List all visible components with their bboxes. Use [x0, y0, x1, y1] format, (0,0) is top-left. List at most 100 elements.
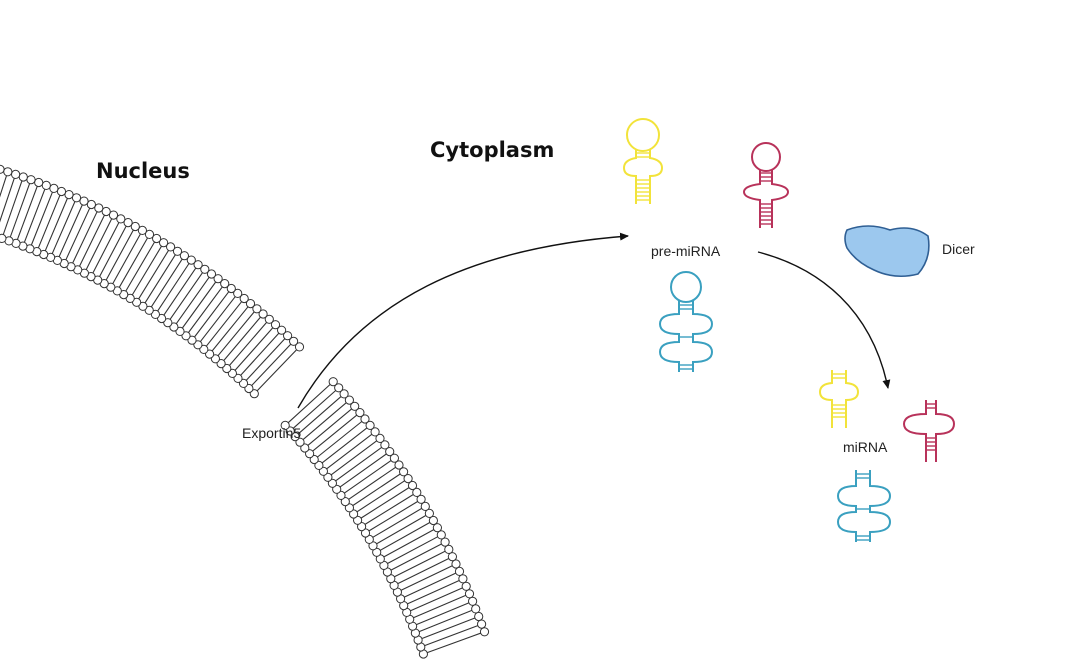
lipid-head	[130, 221, 140, 232]
lipid-head	[428, 515, 438, 526]
lipid-head	[108, 210, 119, 220]
lipid-head	[458, 574, 468, 584]
lipid-tail	[30, 191, 53, 246]
lipid-head	[11, 169, 21, 179]
nucleus-label: Nucleus	[96, 159, 190, 183]
lipid-tail	[302, 402, 347, 441]
lipid-tail	[199, 296, 236, 342]
lipid-head	[26, 175, 36, 185]
lipid-head	[380, 440, 390, 450]
lipid-head	[200, 264, 210, 274]
lipid-head	[3, 167, 13, 177]
lipid-tail	[85, 218, 113, 270]
lipid-tail	[372, 507, 422, 538]
lipid-head	[416, 494, 426, 504]
lipid-head	[444, 544, 454, 555]
lipid-head	[150, 309, 160, 319]
lipid-tail	[360, 487, 410, 519]
lipid-head	[252, 304, 262, 314]
lipid-head	[157, 313, 167, 324]
lipid-tail	[125, 241, 155, 292]
lipid-tail	[194, 291, 230, 338]
dicer-processing-arrow	[757, 251, 891, 389]
lipid-tail	[383, 529, 435, 558]
lipid-head	[451, 559, 461, 569]
lipid-head	[144, 229, 155, 239]
lipid-head	[172, 246, 183, 256]
lipid-tail	[317, 421, 363, 458]
lipid-tail	[105, 229, 134, 281]
lipid-tail	[390, 543, 442, 571]
lipid-head	[412, 487, 422, 497]
nuclear-membrane-upper-segment	[0, 164, 305, 399]
blue-pre-mirna-hairpin-icon	[658, 271, 714, 372]
lipid-tail	[0, 178, 15, 223]
lipid-tail	[37, 195, 61, 249]
lipid-tail	[352, 473, 401, 506]
lipid-head	[175, 326, 185, 336]
pre-mirna-label: pre-miRNA	[651, 243, 721, 259]
lipid-head	[344, 503, 354, 513]
lipid-head	[159, 238, 169, 248]
dicer-enzyme-icon	[844, 225, 930, 278]
lipid-head	[283, 331, 293, 341]
lipid-head	[270, 320, 281, 330]
lipid-head	[264, 314, 274, 324]
lipid-tail	[364, 494, 414, 525]
lipid-head	[289, 336, 299, 346]
lipid-tail	[175, 276, 210, 325]
lipid-head	[334, 383, 344, 393]
lipid-head	[447, 552, 457, 562]
cytoplasm-label: Cytoplasm	[430, 138, 554, 162]
lipid-tail	[16, 186, 38, 240]
lipid-tail	[251, 343, 292, 386]
lipid-tail	[312, 414, 358, 452]
lipid-head	[56, 186, 67, 197]
lipid-head	[365, 420, 375, 430]
yellow-mirna-duplex-icon	[818, 370, 860, 428]
lipid-head	[152, 233, 162, 244]
lipid-head	[471, 604, 481, 614]
lipid-head	[277, 325, 287, 335]
mirna-label: miRNA	[843, 439, 888, 455]
lipid-head	[394, 460, 404, 470]
lipid-head	[186, 255, 196, 265]
lipid-head	[226, 283, 236, 294]
lipid-tail	[335, 446, 382, 482]
lipid-tail	[223, 316, 261, 361]
lipid-tail	[292, 390, 337, 429]
lipid-tail	[211, 306, 249, 352]
lipid-head	[403, 474, 413, 484]
lipid-tail	[421, 617, 476, 640]
lipid-tail	[92, 222, 120, 274]
lipid-head	[233, 373, 243, 383]
lipid-head	[94, 203, 104, 213]
lipid-tail	[118, 237, 148, 288]
lipid-head	[206, 269, 217, 279]
lipid-head	[220, 279, 230, 289]
lipid-tail	[51, 201, 76, 254]
lipid-tail	[181, 281, 217, 329]
lipid-head	[245, 299, 256, 309]
lipid-head	[101, 206, 111, 217]
lipid-head	[258, 309, 268, 319]
blue-mirna-duplex-icon	[836, 470, 892, 542]
lipid-head	[199, 344, 209, 354]
lipid-head	[461, 581, 471, 591]
lipid-tail	[23, 189, 46, 243]
lipid-head	[300, 443, 310, 453]
lipid-tail	[58, 204, 83, 257]
lipid-tail	[307, 408, 352, 446]
lipid-tail	[138, 250, 169, 300]
lipid-head	[233, 288, 243, 298]
lipid-tail	[144, 254, 176, 304]
lipid-head	[375, 433, 385, 443]
lipid-head	[468, 596, 478, 606]
lipid-head	[370, 427, 380, 437]
lipid-tail	[112, 233, 141, 284]
lipid-head	[193, 260, 203, 270]
lipid-tail	[256, 349, 297, 392]
lipid-tail	[217, 311, 255, 357]
red-mirna-duplex-icon	[902, 400, 956, 462]
lipid-tail	[131, 245, 162, 296]
